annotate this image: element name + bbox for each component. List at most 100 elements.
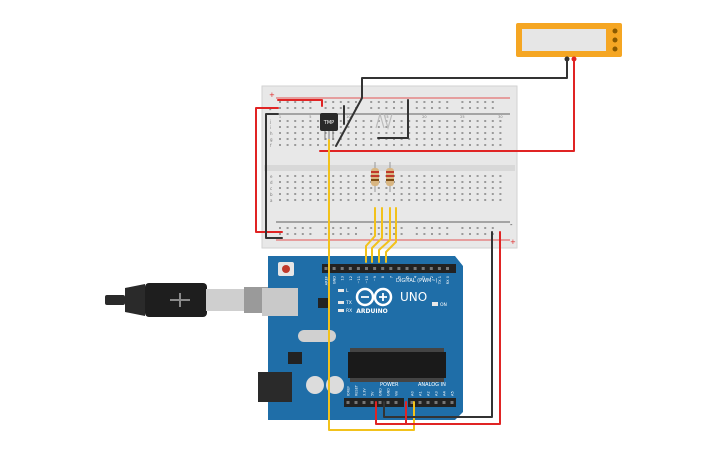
wire-top-rail-plus[interactable] xyxy=(277,99,323,107)
breadboard-hole xyxy=(279,144,281,146)
breadboard-hole xyxy=(408,126,411,128)
breadboard-hole xyxy=(484,193,487,195)
wire-ir-black[interactable] xyxy=(377,99,409,139)
breadboard-hole xyxy=(446,233,449,235)
breadboard-hole xyxy=(400,187,403,189)
breadboard-hole xyxy=(393,107,395,109)
breadboard-hole xyxy=(279,132,281,134)
resistor-2[interactable] xyxy=(386,162,394,192)
wire-signal-1[interactable] xyxy=(365,207,376,263)
wire-lcd-gnd[interactable] xyxy=(335,58,568,147)
breadboard-hole xyxy=(431,199,433,201)
breadboard-hole xyxy=(339,101,342,103)
breadboard-hole xyxy=(362,132,365,134)
wire-lcd-vcc[interactable] xyxy=(319,58,575,152)
breadboard-hole xyxy=(469,199,471,201)
breadboard-hole xyxy=(469,126,471,128)
digital-pin-label: TX 1 xyxy=(438,276,442,285)
breadboard-hole xyxy=(324,144,327,146)
breadboard-hole xyxy=(476,101,479,103)
breadboard-hole xyxy=(286,193,289,195)
breadboard-hole xyxy=(431,187,433,189)
breadboard-hole xyxy=(408,138,411,140)
breadboard-hole xyxy=(476,187,479,189)
breadboard-hole xyxy=(415,144,418,146)
column-number: 5 xyxy=(309,115,311,119)
temperature-sensor[interactable]: TMP xyxy=(320,113,338,140)
breadboard-hole xyxy=(347,175,350,177)
header-pin xyxy=(370,401,374,404)
breadboard-hole xyxy=(461,227,464,229)
breadboard-hole xyxy=(377,227,380,229)
header-pin xyxy=(381,267,385,270)
row-letter: e xyxy=(270,174,273,179)
wire-left-red[interactable] xyxy=(255,107,283,233)
wire-signal-4[interactable] xyxy=(385,207,397,263)
analog-header xyxy=(408,398,456,407)
breadboard-hole xyxy=(408,132,411,134)
breadboard-hole xyxy=(393,126,395,128)
breadboard-hole xyxy=(347,233,350,235)
header-pin xyxy=(362,401,366,404)
led-rx-label: RX xyxy=(346,308,352,314)
breadboard-hole xyxy=(309,138,312,140)
breadboard-hole xyxy=(370,233,373,235)
breadboard-hole xyxy=(393,120,395,122)
breadboard-hole xyxy=(491,187,494,189)
breadboard-hole xyxy=(309,144,312,146)
breadboard-hole xyxy=(301,227,304,229)
breadboard-hole xyxy=(339,144,342,146)
breadboard-hole xyxy=(385,199,388,201)
power-pin-label: 3.3V xyxy=(363,388,367,396)
row-letter: j xyxy=(269,119,271,124)
breadboard-hole xyxy=(339,126,342,128)
wire-left-black[interactable] xyxy=(265,113,283,239)
breadboard-hole xyxy=(461,126,464,128)
breadboard-hole xyxy=(446,199,449,201)
breadboard-hole xyxy=(484,175,487,177)
breadboard-hole xyxy=(484,144,487,146)
breadboard-hole xyxy=(431,120,433,122)
breadboard-hole xyxy=(355,132,357,134)
header-pin xyxy=(446,267,449,270)
breadboard-hole xyxy=(355,187,357,189)
breadboard-hole xyxy=(347,101,350,103)
breadboard-hole xyxy=(423,132,426,134)
breadboard-hole xyxy=(355,126,357,128)
breadboard-hole xyxy=(301,199,304,201)
breadboard-hole xyxy=(324,199,327,201)
breadboard-hole xyxy=(377,187,380,189)
column-number: 1 xyxy=(279,115,281,119)
wire-power-red[interactable] xyxy=(375,231,501,425)
breadboard-hole xyxy=(324,233,327,235)
wire-signal-2[interactable] xyxy=(371,207,383,263)
resistor-1[interactable] xyxy=(371,162,379,192)
breadboard-hole xyxy=(400,126,403,128)
header-pin xyxy=(332,267,336,270)
breadboard-hole xyxy=(324,138,327,140)
wire-signal-3[interactable] xyxy=(378,207,391,263)
breadboard-hole xyxy=(415,193,418,195)
microcontroller-chip xyxy=(348,352,446,378)
breadboard-hole xyxy=(286,181,289,183)
breadboard-hole xyxy=(415,181,418,183)
breadboard-hole xyxy=(309,175,312,177)
breadboard-hole xyxy=(469,107,471,109)
breadboard-hole xyxy=(324,187,327,189)
breadboard-hole xyxy=(461,233,464,235)
breadboard-hole xyxy=(339,181,342,183)
breadboard-hole xyxy=(484,138,487,140)
breadboard-hole xyxy=(339,120,342,122)
breadboard-hole xyxy=(279,233,281,235)
wire-power-black[interactable] xyxy=(383,231,493,418)
column-number: 15 xyxy=(384,115,388,119)
breadboard-hole xyxy=(377,107,380,109)
breadboard-hole xyxy=(286,175,289,177)
analog-pin-label: A2 xyxy=(427,391,431,396)
header-pin xyxy=(410,401,414,404)
breadboard-hole xyxy=(491,138,494,140)
breadboard-hole xyxy=(408,187,411,189)
breadboard-hole xyxy=(355,120,357,122)
